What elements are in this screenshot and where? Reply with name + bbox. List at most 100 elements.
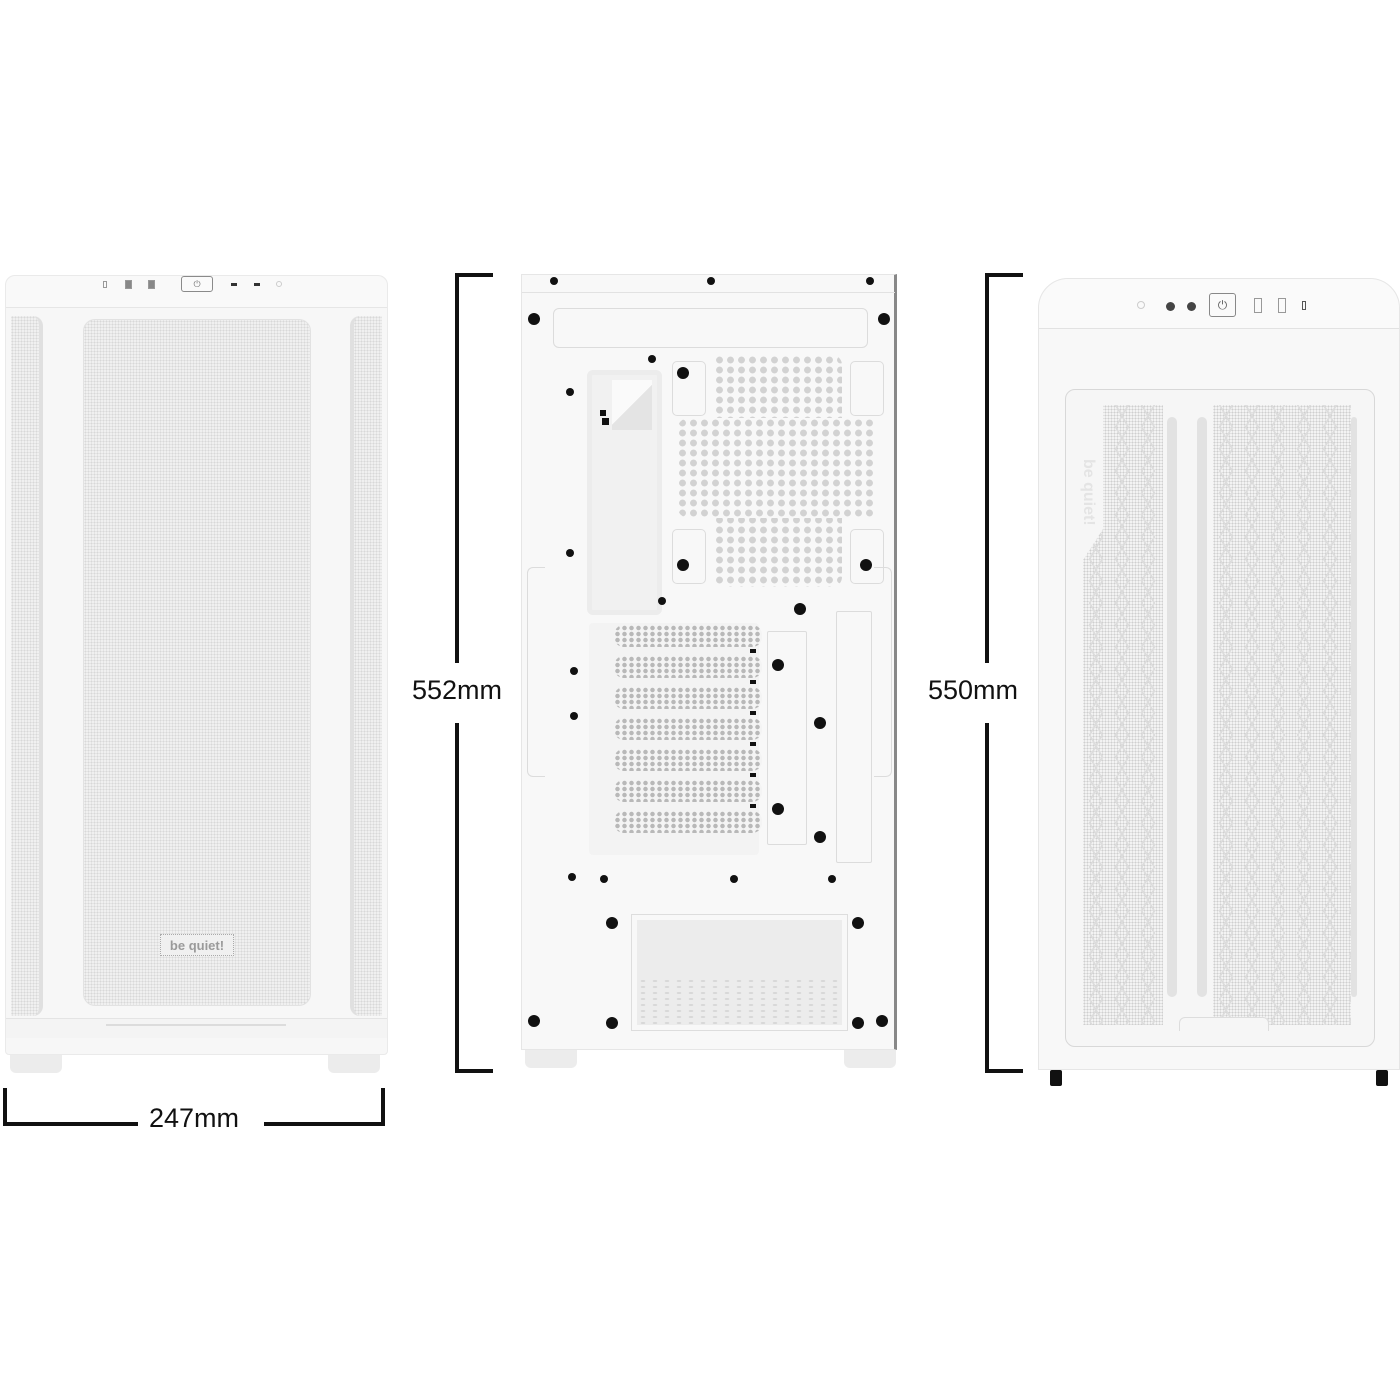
height-dimension-bottom-tick: [455, 1069, 493, 1073]
expansion-slot-7: [614, 811, 762, 833]
screw-icon: [852, 1017, 864, 1029]
screw-icon: [866, 277, 874, 285]
expansion-slot-3: [614, 687, 762, 709]
screw-icon: [828, 875, 836, 883]
side-height-bottom-tick: [985, 1069, 1023, 1073]
expansion-slot-5: [614, 749, 762, 771]
power-button-icon: ⏻: [1209, 293, 1236, 317]
expansion-slot-4: [614, 718, 762, 740]
screw-icon: [707, 277, 715, 285]
side-mesh-rib-3: [1351, 417, 1357, 997]
psu-cutout: [631, 914, 848, 1031]
height-dimension-top-tick: [455, 273, 493, 277]
screw-icon: [566, 549, 574, 557]
screw-icon: [878, 313, 890, 325]
mic-jack-icon: [1187, 302, 1196, 311]
usb-c-port-icon: [103, 281, 107, 288]
rear-right-foot: [844, 1050, 896, 1068]
headphone-jack-icon: [1166, 302, 1175, 311]
screw-icon: [600, 875, 608, 883]
width-dimension-right-tick: [381, 1088, 385, 1126]
fan-mount-slot: [850, 361, 884, 416]
fan-mount-slot: [850, 529, 884, 584]
side-bottom-notch: [1179, 1017, 1269, 1031]
side-mesh-rib-2: [1197, 417, 1207, 997]
usb-a-port-icon: [1254, 298, 1262, 313]
screw-icon: [648, 355, 656, 363]
screw-icon: [852, 917, 864, 929]
width-dimension-label: 247mm: [143, 1103, 246, 1133]
side-vertical-brand: be quiet!: [1080, 459, 1097, 526]
mic-jack-icon: [231, 283, 237, 286]
height-dimension-line-bottom: [455, 723, 459, 1073]
screw-icon: [658, 597, 666, 605]
screw-icon: [794, 603, 806, 615]
side-height-line-bottom: [985, 723, 989, 1073]
screw-icon: [876, 1015, 888, 1027]
screw-icon: [730, 875, 738, 883]
screw-icon: [568, 873, 576, 881]
expansion-slot-1: [614, 625, 762, 647]
width-dimension-line-left: [3, 1122, 138, 1126]
expansion-slot-area: [589, 623, 762, 855]
side-height-label: 550mm: [922, 675, 1025, 705]
usb-a-port-icon: [148, 280, 155, 289]
screw-icon: [772, 803, 784, 815]
rear-top-strip: [522, 275, 895, 293]
io-shield-cutout: [587, 370, 662, 615]
screw-icon: [606, 917, 618, 929]
usb-a-port-icon: [125, 280, 132, 289]
rear-top-panel: [553, 308, 868, 348]
screw-icon: [570, 712, 578, 720]
side-right-foot: [1376, 1070, 1388, 1086]
screw-icon: [677, 367, 689, 379]
power-button-icon: ⏻: [181, 276, 213, 292]
screw-icon: [528, 1015, 540, 1027]
height-dimension-label: 552mm: [406, 675, 509, 705]
rear-fan-grill-wide: [677, 418, 877, 518]
rear-right-rail: [874, 567, 892, 777]
side-left-foot: [1050, 1070, 1062, 1086]
rear-side-panel: [836, 611, 872, 863]
expansion-slot-2: [614, 656, 762, 678]
usb-c-port-icon: [1302, 301, 1306, 310]
rear-left-foot: [525, 1050, 577, 1068]
fan-mount-slot: [672, 529, 706, 584]
side-height-top-tick: [985, 273, 1023, 277]
led-button-icon: [1137, 301, 1145, 309]
screw-icon: [566, 388, 574, 396]
front-bottom-lip: [6, 1018, 387, 1038]
front-view-case: ⏻ be quiet!: [5, 275, 388, 1055]
expansion-slot-6: [614, 780, 762, 802]
width-dimension-line-right: [264, 1122, 385, 1126]
rear-bracket-panel: [767, 631, 807, 845]
height-dimension-line-top: [455, 273, 459, 663]
fan-mount-slot: [672, 361, 706, 416]
front-left-foot: [10, 1055, 62, 1073]
headphone-jack-icon: [254, 283, 260, 286]
screw-icon: [606, 1017, 618, 1029]
screw-icon: [772, 659, 784, 671]
front-right-foot: [328, 1055, 380, 1073]
side-mesh-right: [1213, 405, 1351, 1025]
side-view-case: ⏻ be quiet!: [1038, 278, 1400, 1070]
screw-icon: [814, 831, 826, 843]
led-button-icon: [276, 281, 282, 287]
rear-view-case: [521, 274, 897, 1050]
front-mesh-panel: [83, 319, 311, 1006]
screw-icon: [860, 559, 872, 571]
front-right-side-mesh: [350, 316, 382, 1016]
brand-badge: be quiet!: [160, 934, 234, 956]
front-left-side-mesh: [11, 316, 43, 1016]
front-bottom-slot: [106, 1024, 286, 1026]
side-mesh-rib-1: [1167, 417, 1177, 997]
screw-icon: [677, 559, 689, 571]
usb-a-port-icon: [1278, 298, 1286, 313]
rear-left-rail: [527, 567, 545, 777]
screw-icon: [528, 313, 540, 325]
screw-icon: [550, 277, 558, 285]
width-dimension-left-tick: [3, 1088, 7, 1126]
screw-icon: [814, 717, 826, 729]
side-height-line-top: [985, 273, 989, 663]
slot-clips: [750, 649, 756, 829]
